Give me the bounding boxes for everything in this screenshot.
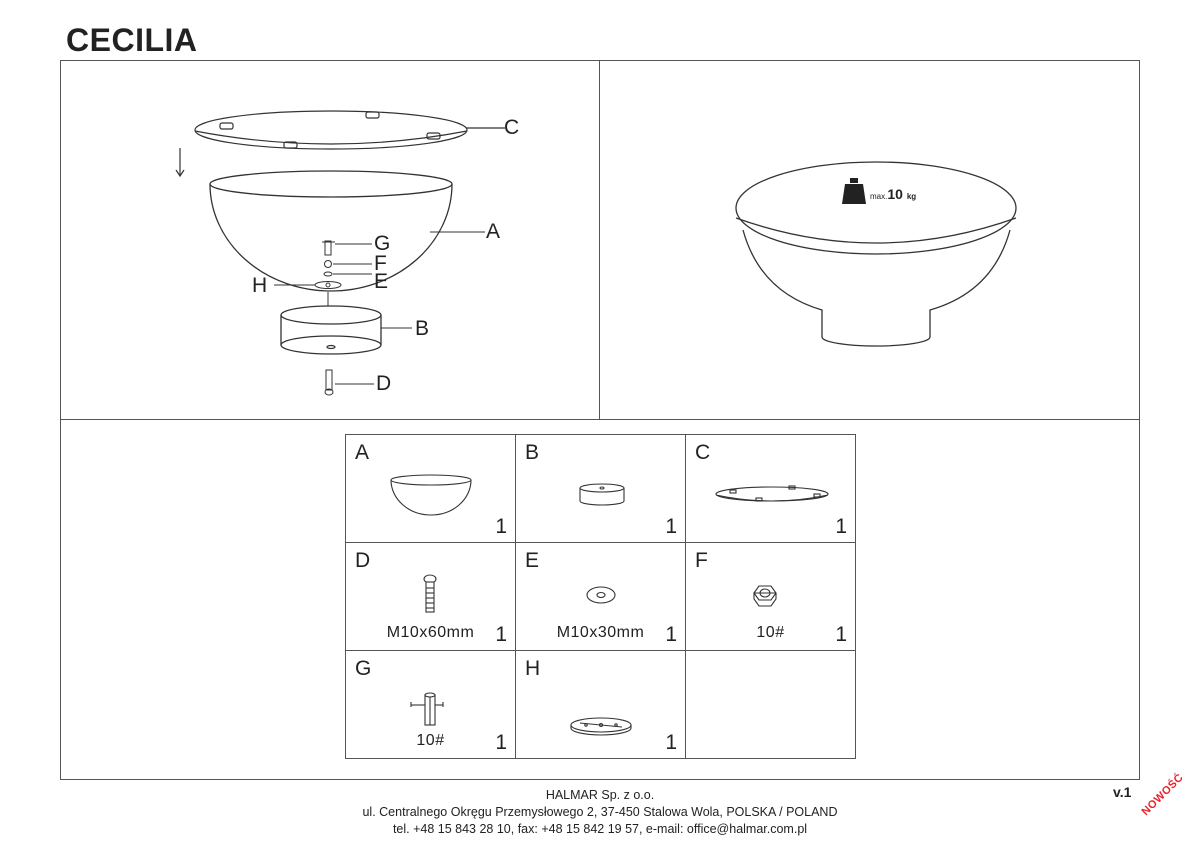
part-letter: C: [695, 441, 711, 464]
part-letter: B: [525, 441, 540, 464]
connector-bolt-part-icon: [410, 692, 444, 726]
label-h: H: [252, 274, 268, 297]
part-letter: H: [525, 657, 541, 680]
part-spec: M10x60mm: [386, 624, 475, 641]
part-cell-d: D M10x60mm 1: [345, 542, 516, 651]
down-arrow-icon: [175, 148, 185, 178]
part-cell-e: E M10x30mm 1: [515, 542, 686, 651]
document-version: v.1: [1113, 784, 1132, 800]
part-b-base: [280, 305, 412, 355]
vertical-divider: [599, 60, 600, 420]
part-cell-b: B 1: [515, 434, 686, 543]
label-e: E: [374, 270, 389, 293]
screw-part-icon: [423, 574, 437, 613]
weight-prefix: max.: [870, 192, 888, 201]
product-title: CECILIA: [66, 22, 198, 58]
base-part-icon: [579, 483, 625, 506]
part-qty: 1: [495, 515, 507, 538]
label-g: G: [374, 232, 391, 255]
part-letter: G: [355, 657, 372, 680]
part-letter: D: [355, 549, 371, 572]
part-c-tabletop: [194, 110, 505, 150]
weight-unit: kg: [906, 192, 917, 201]
part-d-screw: [324, 369, 374, 396]
part-cell-c: C 1: [685, 434, 856, 543]
label-f: F: [374, 252, 387, 275]
part-cell-a: A 1: [345, 434, 516, 543]
part-qty: 1: [835, 623, 847, 646]
part-qty: 1: [665, 623, 677, 646]
horizontal-divider: [60, 419, 1140, 420]
parts-list-table: A 1 B 1 C: [345, 434, 856, 759]
nut-part-icon: [753, 585, 777, 607]
part-letter: A: [355, 441, 370, 464]
tabletop-part-icon: [715, 485, 829, 502]
label-a: A: [486, 220, 501, 243]
label-d: D: [376, 372, 392, 395]
part-qty: 1: [665, 731, 677, 754]
company-contact: tel. +48 15 843 28 10, fax: +48 15 842 1…: [392, 822, 808, 836]
finished-product-panel: max.10 kg: [600, 60, 1140, 420]
part-spec: 10#: [416, 732, 445, 749]
label-c: C: [504, 116, 520, 139]
part-a-bowl: [209, 170, 485, 292]
mounting-plate-part-icon: [570, 717, 632, 736]
weight-value: 10: [887, 186, 903, 202]
assembly-panel: C A G F E H B D: [60, 60, 600, 420]
part-qty: 1: [835, 515, 847, 538]
washer-part-icon: [586, 586, 616, 604]
weight-limit: max.10 kg: [870, 186, 916, 202]
part-qty: 1: [665, 515, 677, 538]
finished-table-drawing: [735, 161, 1017, 347]
label-b: B: [415, 317, 430, 340]
exploded-view-drawing: [175, 110, 505, 396]
part-qty: 1: [495, 731, 507, 754]
part-cell-g: G 10# 1: [345, 650, 516, 759]
company-name: HALMAR Sp. z o.o.: [545, 788, 655, 802]
part-letter: F: [695, 549, 708, 572]
part-letter: E: [525, 549, 540, 572]
part-cell-f: F 10# 1: [685, 542, 856, 651]
assembly-hardware: [274, 240, 372, 310]
footer: HALMAR Sp. z o.o. ul. Centralnego Okręgu…: [0, 787, 1200, 838]
part-cell-h: H 1: [515, 650, 686, 759]
bowl-part-icon: [390, 474, 472, 516]
weight-icon: [842, 178, 866, 204]
company-address: ul. Centralnego Okręgu Przemysłowego 2, …: [362, 805, 838, 819]
part-spec: 10#: [756, 624, 785, 641]
instruction-frame: [60, 60, 1140, 780]
part-spec: M10x30mm: [556, 624, 645, 641]
part-cell-empty: [685, 650, 856, 759]
part-qty: 1: [495, 623, 507, 646]
